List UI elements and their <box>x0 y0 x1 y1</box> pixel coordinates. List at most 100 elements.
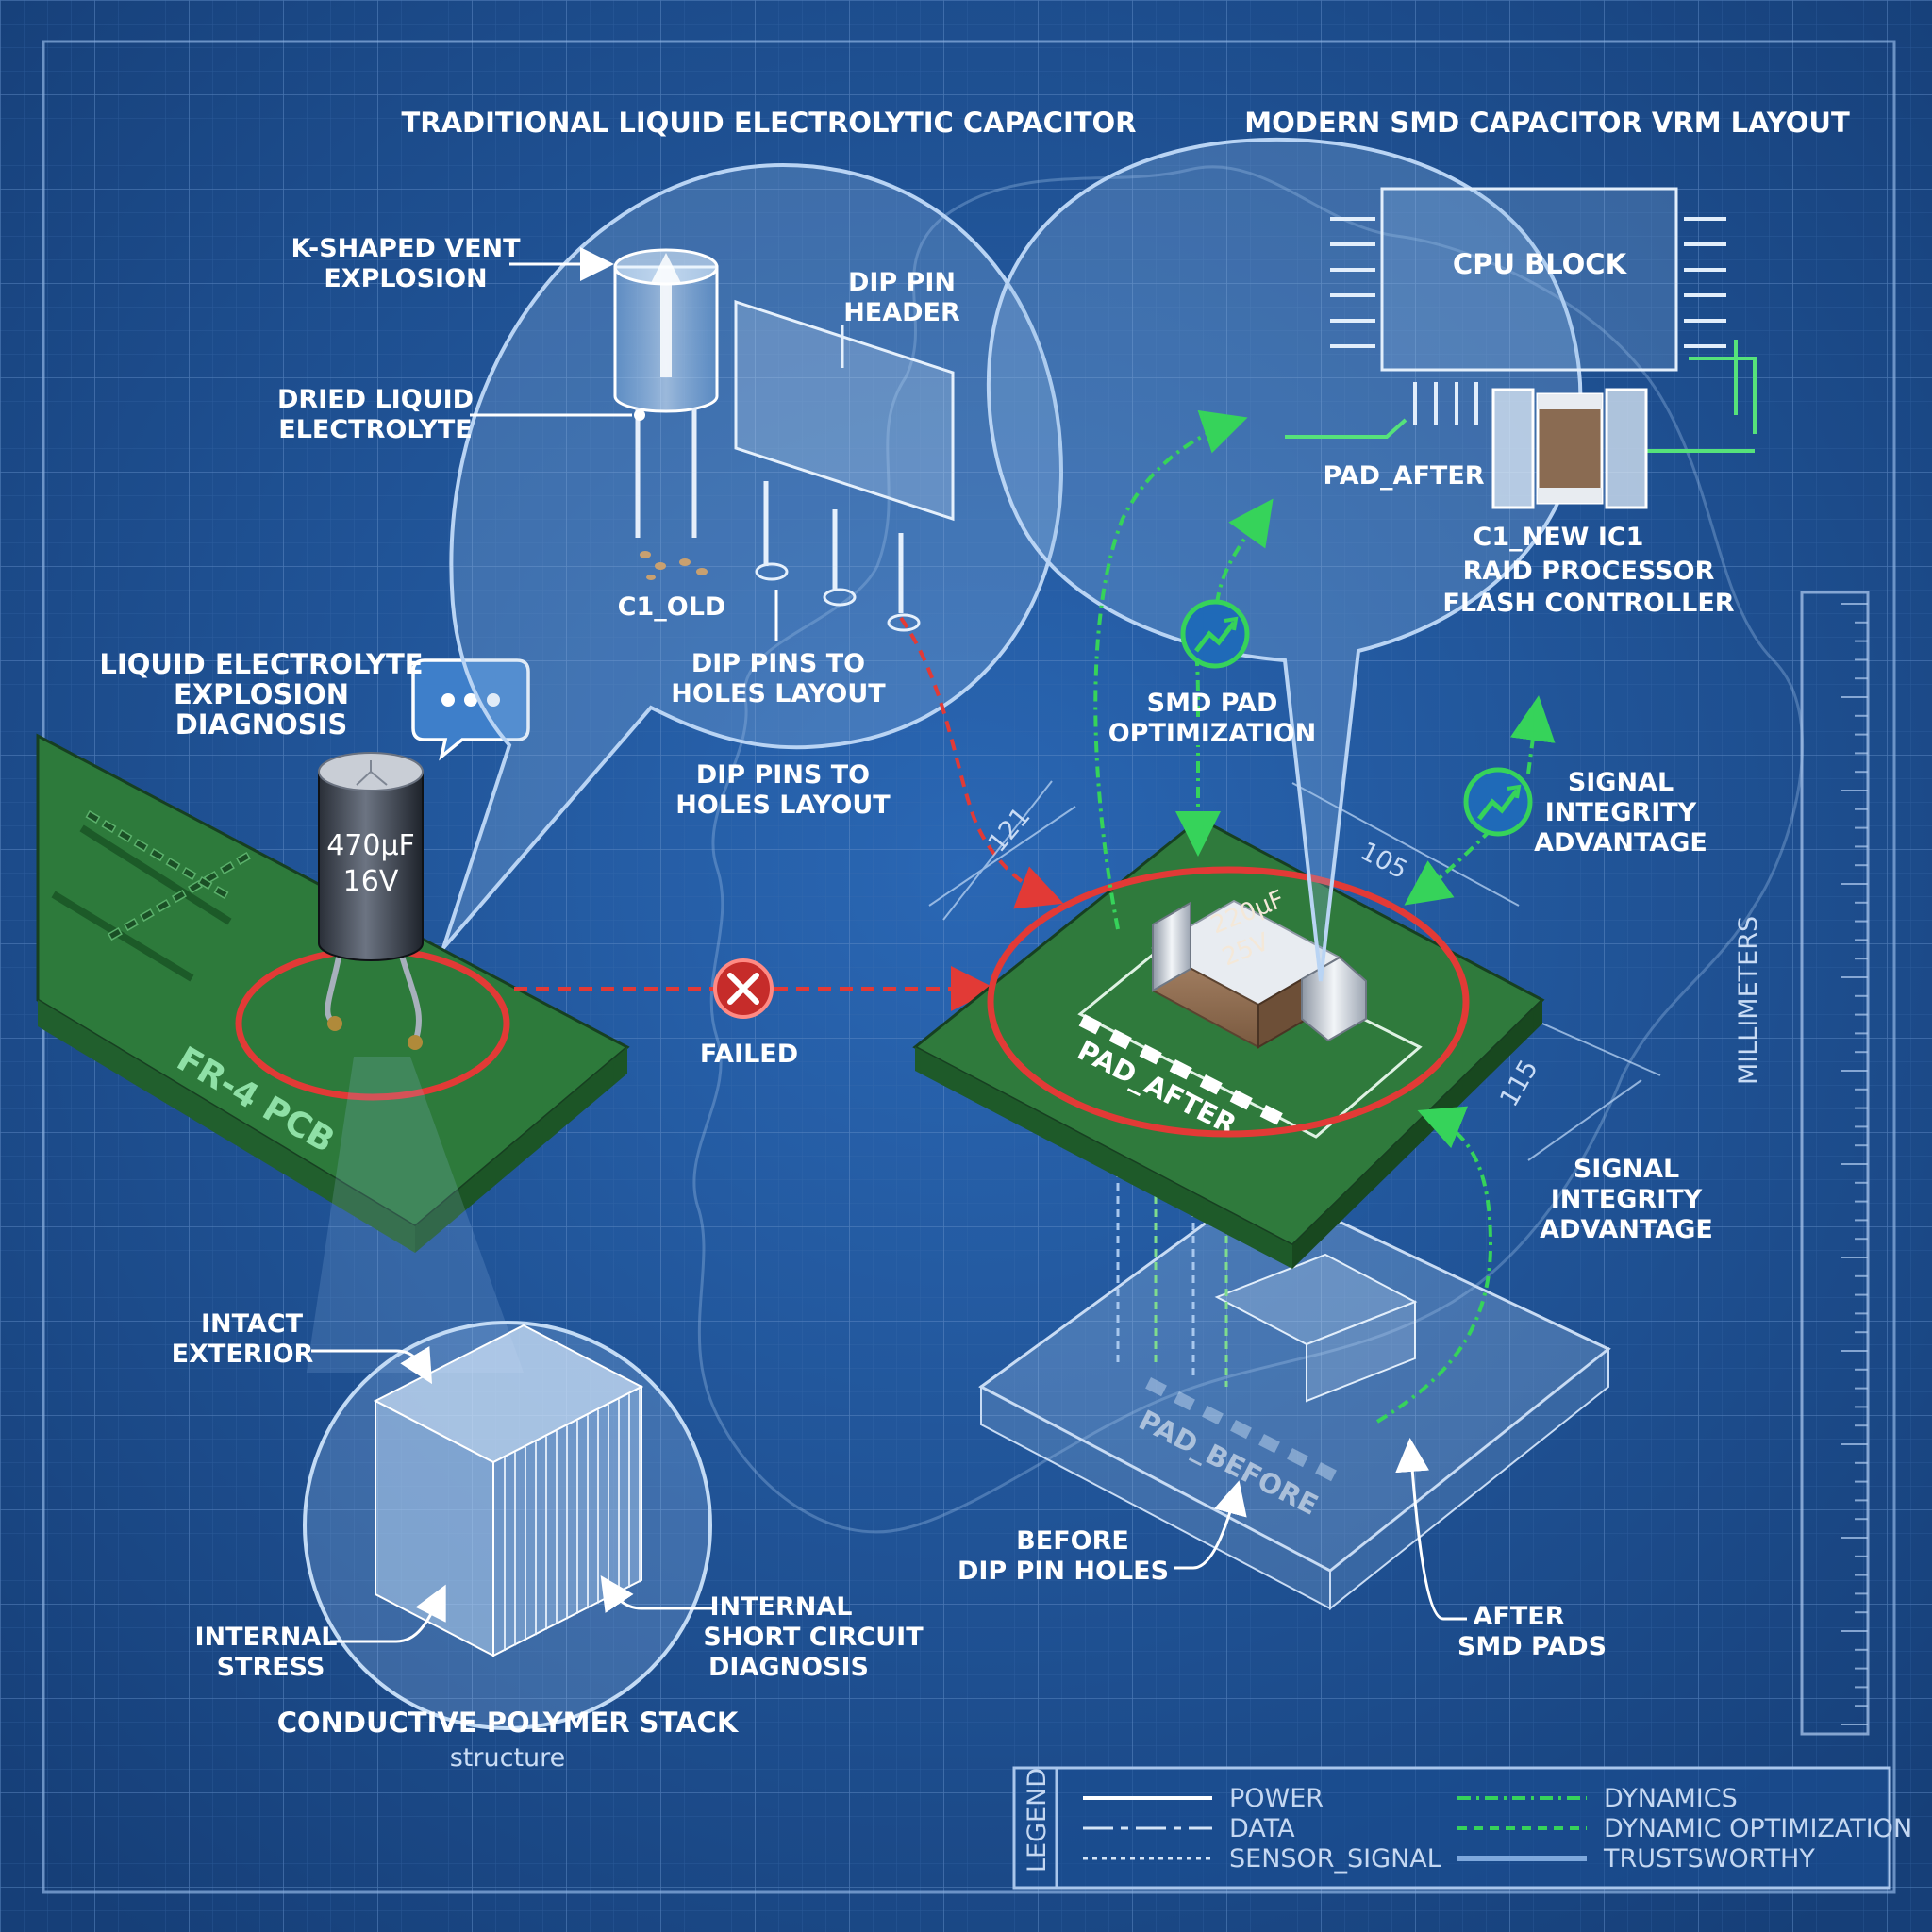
flash-label: FLASH CONTROLLER <box>1442 589 1734 618</box>
dimension-lines <box>928 780 1661 1161</box>
signal-1-label-1: SIGNAL <box>1568 768 1674 797</box>
pcb-pin <box>235 851 251 866</box>
intact-label-2: EXTERIOR <box>172 1340 314 1369</box>
dried-label-2: ELECTROLYTE <box>278 415 472 444</box>
stress-label-2: STRESS <box>217 1653 325 1682</box>
signal-2-label-2: INTEGRITY <box>1551 1185 1703 1214</box>
pcb-pin <box>155 898 171 913</box>
c1-old-label: C1_OLD <box>618 592 726 622</box>
modern-title: MODERN SMD CAPACITOR VRM LAYOUT <box>1244 107 1850 139</box>
short-label-1: INTERNAL <box>710 1592 853 1622</box>
legend-item-data: DATA <box>1229 1814 1295 1843</box>
pcb-pin <box>171 889 187 904</box>
right-pad-after-label: PAD_AFTER <box>1323 461 1484 491</box>
pcb-pin <box>219 860 235 875</box>
liquid-electrolyte-diagnosis-label: LIQUID ELECTROLYTE EXPLOSION DIAGNOSIS <box>99 648 423 741</box>
ghost-pad <box>1230 1420 1252 1440</box>
smd-pad <box>1139 1044 1162 1065</box>
svg-text:DIAGNOSIS: DIAGNOSIS <box>175 708 348 741</box>
smd-pad <box>1199 1074 1223 1095</box>
dip-pins-below-1: DIP PINS TO <box>696 760 870 790</box>
trend-up-icon[interactable] <box>1180 599 1250 669</box>
short-label-3: DIAGNOSIS <box>708 1653 869 1682</box>
smd-pad <box>1229 1090 1253 1110</box>
ghost-before-board: PAD_BEFORE <box>978 1182 1611 1611</box>
pcb-pin <box>197 875 213 891</box>
smd-pad <box>1259 1105 1283 1125</box>
modern-smd-bubble: MODERN SMD CAPACITOR VRM LAYOUT CPU BLOC… <box>986 107 1850 982</box>
signal-1-label-3: ADVANTAGE <box>1534 828 1707 858</box>
smd-pad <box>1169 1059 1192 1080</box>
pcb-pin <box>181 866 197 881</box>
short-label-2: SHORT CIRCUIT <box>703 1623 924 1652</box>
pcb-pin <box>117 828 133 843</box>
pcb-pin <box>123 917 139 932</box>
ghost-pad <box>1258 1434 1280 1454</box>
pcb-pin <box>133 838 149 853</box>
pcb-pin <box>101 819 117 834</box>
pcb-pin <box>139 908 155 923</box>
svg-text:DIP PIN HOLES: DIP PIN HOLES <box>958 1557 1169 1586</box>
ghost-pad <box>1174 1391 1195 1411</box>
fail-x-icon[interactable] <box>713 958 774 1019</box>
old-electrolytic-capacitor: 470µF 16V <box>318 752 424 1050</box>
dip-header-label-1: DIP PIN <box>848 268 956 297</box>
cpu-block-label: CPU BLOCK <box>1453 248 1628 280</box>
k-vent-label-1: K-SHAPED VENT <box>291 234 521 263</box>
ghost-pad <box>1202 1406 1224 1425</box>
smd-pad-label-2: OPTIMIZATION <box>1108 719 1317 748</box>
trend-up-icon-2[interactable] <box>1463 767 1533 837</box>
smd-pad <box>1108 1029 1132 1050</box>
polymer-stack-bubble: INTACT EXTERIOR INTERNAL STRESS INTERNAL… <box>172 1057 924 1773</box>
old-cap-voltage: 16V <box>343 865 399 898</box>
pcb-pin <box>149 847 165 862</box>
pcb-pin <box>165 857 181 872</box>
before-label: BEFORE DIP PIN HOLES <box>958 1480 1247 1586</box>
signal-2-label-3: ADVANTAGE <box>1540 1215 1713 1244</box>
svg-text:LIQUID ELECTROLYTE: LIQUID ELECTROLYTE <box>99 648 423 680</box>
legend-item-dynamics: DYNAMICS <box>1604 1784 1738 1813</box>
pcb-pin <box>213 885 229 900</box>
ruler-label: MILLIMETERS <box>1734 916 1763 1085</box>
ghost-pad <box>1315 1462 1337 1482</box>
signal-1-label-2: INTEGRITY <box>1545 798 1697 827</box>
dip-pins-below-2: HOLES LAYOUT <box>675 791 891 820</box>
after-label: AFTER SMD PADS <box>1395 1438 1607 1661</box>
dip-pins-label-2: HOLES LAYOUT <box>671 679 886 708</box>
signal-2-label-1: SIGNAL <box>1574 1155 1679 1184</box>
smd-pad <box>1078 1014 1102 1035</box>
polymer-label-2: structure <box>450 1743 566 1773</box>
stress-label-1: INTERNAL <box>195 1623 338 1652</box>
smd-pad-label-1: SMD PAD <box>1147 689 1278 718</box>
svg-text:SMD PADS: SMD PADS <box>1457 1632 1607 1661</box>
traditional-title: TRADITIONAL LIQUID ELECTROLYTIC CAPACITO… <box>401 107 1136 139</box>
traditional-capacitor-bubble: TRADITIONAL LIQUID ELECTROLYTIC CAPACITO… <box>277 107 1137 950</box>
svg-text:AFTER: AFTER <box>1474 1602 1565 1631</box>
legend-item-power: POWER <box>1229 1784 1324 1813</box>
legend: LEGEND POWER DATA SENSOR_SIGNAL DYNAMICS… <box>1012 1766 1912 1890</box>
raid-label: RAID PROCESSOR <box>1463 557 1715 586</box>
smd-capacitor-chip: 220µF 25V <box>1150 885 1367 1049</box>
smd-highlight-ring <box>987 866 1470 1138</box>
c1-new-label: C1_NEW IC1 <box>1474 523 1644 552</box>
legend-item-dynamic-optimization: DYNAMIC OPTIMIZATION <box>1604 1814 1912 1843</box>
ghost-pad <box>1145 1377 1167 1397</box>
legend-item-trustsworthy: TRUSTSWORTHY <box>1603 1844 1815 1874</box>
millimeter-ruler: MILLIMETERS <box>1734 591 1870 1736</box>
dried-label-1: DRIED LIQUID <box>277 385 474 414</box>
ghost-dashed-links <box>1116 1170 1228 1387</box>
legend-item-sensor-signal: SENSOR_SIGNAL <box>1229 1844 1441 1874</box>
pcb-pin <box>107 926 123 941</box>
old-cap-value: 470µF <box>326 829 415 862</box>
faint-map-outline <box>692 165 1805 1534</box>
legend-title: LEGEND <box>1023 1768 1052 1873</box>
polymer-label-1: CONDUCTIVE POLYMER STACK <box>277 1707 740 1739</box>
failed-label: FAILED <box>700 1040 798 1069</box>
failed-connection <box>514 616 1064 1011</box>
pcb-pin <box>85 809 101 824</box>
svg-text:BEFORE: BEFORE <box>1016 1526 1129 1556</box>
dip-pins-label-1: DIP PINS TO <box>691 649 865 678</box>
k-vent-label-2: EXPLOSION <box>324 264 487 293</box>
svg-text:EXPLOSION: EXPLOSION <box>174 678 349 710</box>
